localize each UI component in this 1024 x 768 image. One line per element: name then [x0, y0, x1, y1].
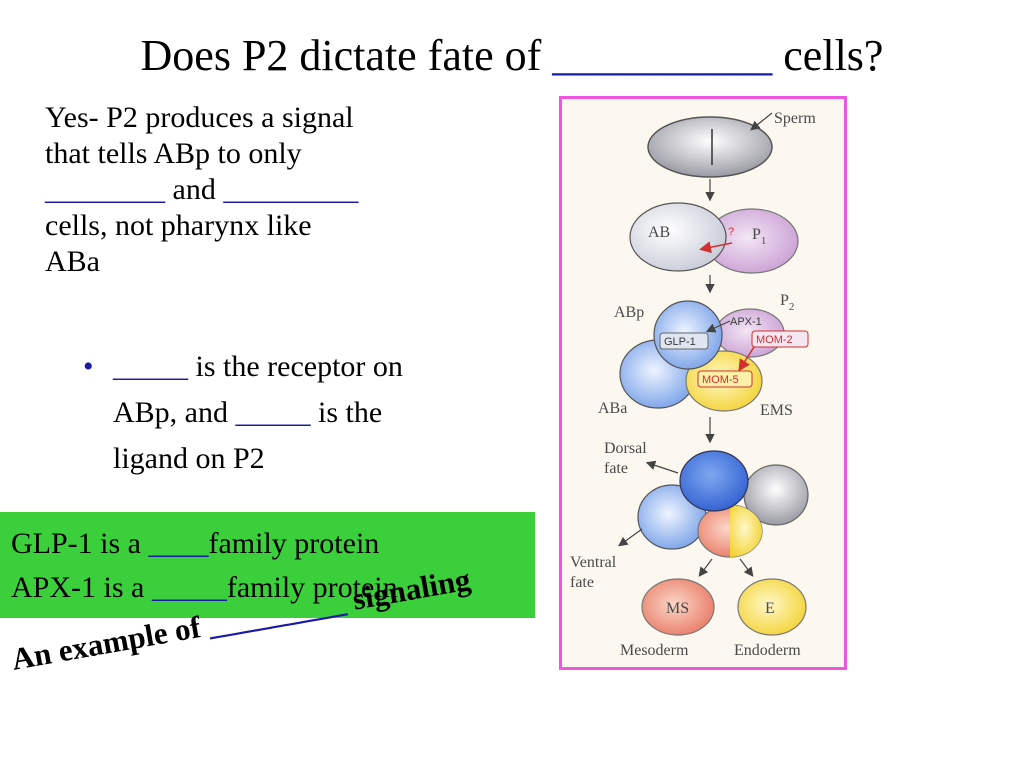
- intro-line-2: that tells ABp to only: [45, 137, 302, 170]
- label-endoderm: Endoderm: [734, 642, 801, 659]
- title-suffix: cells?: [772, 31, 884, 80]
- zygote-cell: [647, 116, 773, 178]
- mom2-to-mom5-arrow: [738, 346, 755, 372]
- title-prefix: Does P2 dictate fate of: [140, 31, 553, 80]
- intro-line-1: Yes- P2 produces a signal: [45, 101, 354, 134]
- dorsal-fate-arrow: [645, 460, 679, 474]
- embryo-figure: Sperm AB ? P1 ABp P2 APX-1 GLP-1 MOM-2 M…: [559, 96, 847, 670]
- apx1-to-glp1-arrow: [705, 320, 731, 333]
- glp1-suffix: family protein: [208, 527, 380, 560]
- bullet-item: • _____ is the receptor on ABp, and ____…: [83, 344, 523, 482]
- mom2-box: [751, 330, 809, 348]
- bullet-dot: •: [83, 350, 94, 383]
- ventral-fate-arrow: [618, 528, 643, 547]
- label-glp1: GLP-1: [664, 336, 696, 348]
- bullet-line-1: _____ is the receptor on: [83, 344, 523, 390]
- intro-blank-2: _________: [223, 173, 359, 206]
- e-cell: [737, 578, 807, 636]
- signal-arrow-p1-to-ab: [699, 241, 733, 254]
- title-blank: __________: [552, 31, 773, 80]
- intro-and: and: [165, 173, 224, 206]
- bullet-line-3: ligand on P2: [113, 442, 265, 475]
- label-ventral-fate-2: fate: [570, 574, 594, 591]
- apx1-line: APX-1 is a _____family protein: [11, 566, 535, 610]
- label-dorsal-fate-2: fate: [604, 460, 628, 477]
- label-dorsal-fate-1: Dorsal: [604, 440, 647, 457]
- slide-title: Does P2 dictate fate of __________ cells…: [0, 28, 1024, 84]
- apx1-suffix: family protein: [226, 571, 398, 604]
- label-ventral-fate-1: Ventral: [570, 554, 617, 571]
- label-question: ?: [728, 226, 734, 238]
- dorsal-blue-cell: [679, 450, 749, 512]
- mom5-box: [697, 370, 753, 388]
- sperm-arrow: [750, 112, 773, 131]
- e-precursor-half: [730, 505, 762, 557]
- bullet-text-2-prefix: ABp, and: [113, 396, 236, 429]
- bullet-blank-2: _____: [235, 396, 311, 429]
- label-p2: P2: [780, 292, 794, 313]
- intro-line-5: ABa: [45, 245, 100, 278]
- label-abp: ABp: [614, 304, 644, 321]
- ms-cell: [641, 578, 715, 636]
- glp1-blank: ____: [148, 527, 209, 560]
- family-protein-box: GLP-1 is a ____family protein APX-1 is a…: [0, 512, 535, 618]
- apx1-blank: _____: [151, 571, 227, 604]
- label-mom2: MOM-2: [756, 334, 793, 346]
- bullet-text-2-suffix: is the: [310, 396, 383, 429]
- intro-line-4: cells, not pharynx like: [45, 209, 312, 242]
- apx1-prefix: APX-1 is a: [11, 571, 152, 604]
- ab-cell: [629, 202, 727, 272]
- intro-blank-1: ________: [45, 173, 165, 206]
- label-mom5: MOM-5: [702, 374, 739, 386]
- glp1-box: [659, 332, 709, 350]
- bullet-line-2: ABp, and _____ is the: [83, 390, 523, 436]
- label-ms: MS: [666, 600, 689, 617]
- label-ab: AB: [648, 224, 670, 241]
- bullet-blank-1: _____: [113, 350, 188, 383]
- example-prefix: An example of: [8, 607, 211, 677]
- glp1-line: GLP-1 is a ____family protein: [11, 522, 535, 566]
- label-e: E: [765, 600, 775, 617]
- glp1-prefix: GLP-1 is a: [11, 527, 149, 560]
- label-apx1: APX-1: [730, 316, 762, 328]
- label-aba: ABa: [598, 400, 627, 417]
- label-ems: EMS: [760, 402, 793, 419]
- intro-paragraph: Yes- P2 produces a signal that tells ABp…: [45, 100, 515, 280]
- intro-line-3: ________ and _________: [45, 172, 515, 208]
- arrow-to-e: [739, 558, 754, 577]
- label-p1: P1: [752, 226, 766, 247]
- bullet-text-1: is the receptor on: [188, 350, 403, 383]
- embryo-diagram: Sperm AB ? P1 ABp P2 APX-1 GLP-1 MOM-2 M…: [570, 110, 816, 659]
- arrow-to-ms: [698, 558, 713, 577]
- label-sperm: Sperm: [774, 110, 816, 127]
- label-mesoderm: Mesoderm: [620, 642, 689, 659]
